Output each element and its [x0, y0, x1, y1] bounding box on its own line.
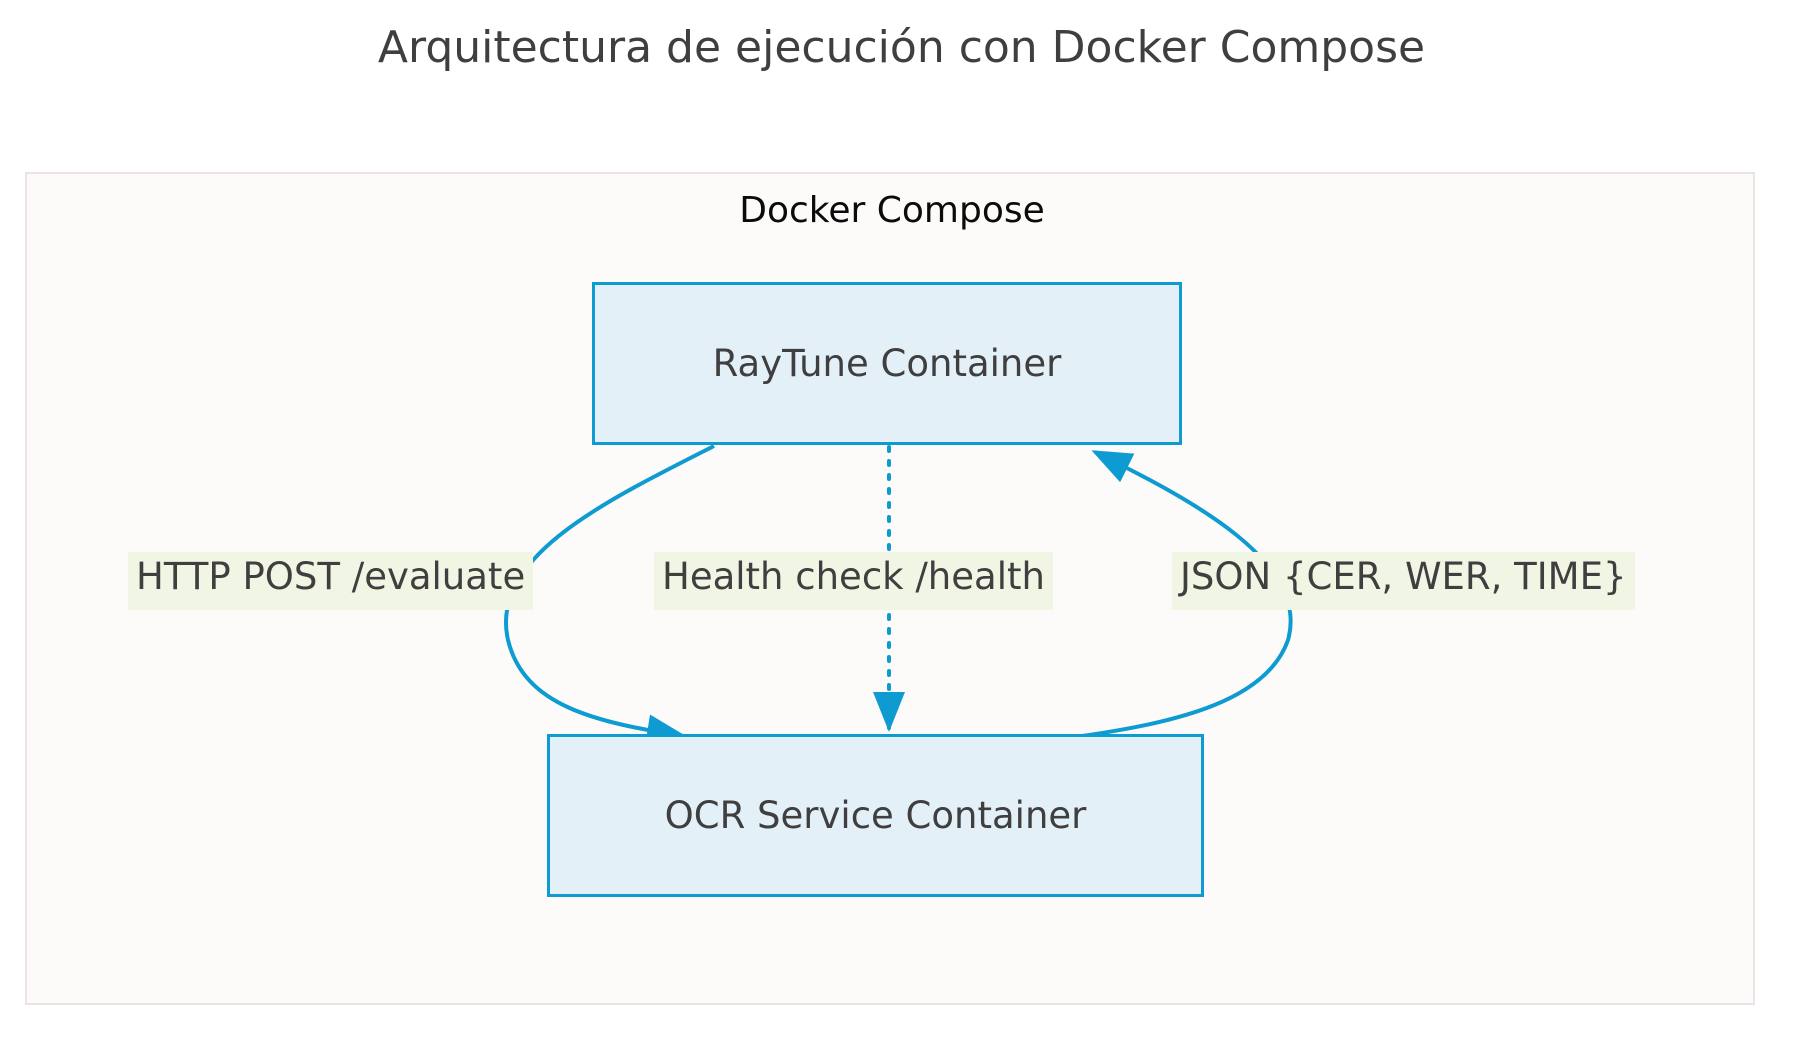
node-raytune-label: RayTune Container [712, 342, 1062, 385]
edge-label-health-check: Health check /health [654, 552, 1053, 610]
node-raytune-container[interactable]: RayTune Container [592, 282, 1182, 445]
edge-label-json-result: JSON {CER, WER, TIME} [1172, 552, 1635, 610]
cluster-label: Docker Compose [739, 190, 1045, 231]
edge-label-http-post-evaluate: HTTP POST /evaluate [128, 552, 534, 610]
node-ocr-label: OCR Service Container [664, 794, 1087, 837]
page-title: Arquitectura de ejecución con Docker Com… [377, 22, 1426, 73]
node-ocr-service-container[interactable]: OCR Service Container [547, 734, 1204, 897]
